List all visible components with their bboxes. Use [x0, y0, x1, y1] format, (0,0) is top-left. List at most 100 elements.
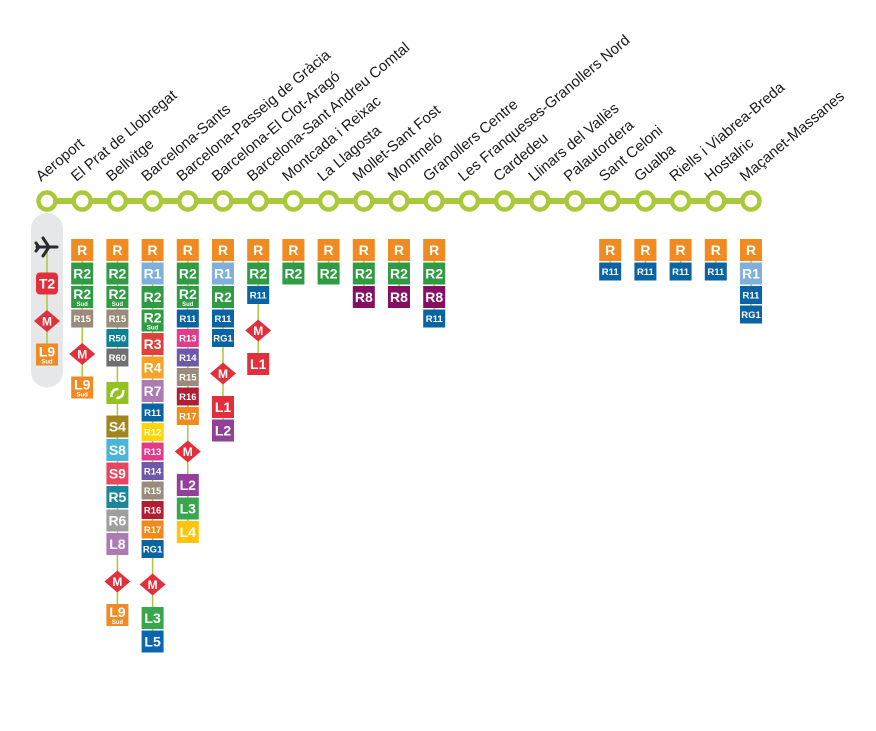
station-node-sant-celoni[interactable]: [599, 190, 621, 212]
service-badge-r1[interactable]: R1: [212, 262, 234, 285]
station-node-palautordera[interactable]: [564, 190, 586, 212]
service-badge-r4[interactable]: R4: [141, 356, 164, 379]
service-badge-l5[interactable]: L5: [141, 630, 164, 653]
service-badge-r15[interactable]: R15: [141, 481, 164, 500]
service-badge-r60[interactable]: R60: [106, 348, 129, 367]
service-badge-r13[interactable]: R13: [141, 442, 164, 461]
service-badge-r2[interactable]: R2: [71, 262, 94, 285]
service-badge-r15[interactable]: R15: [106, 309, 129, 328]
service-badge-l1[interactable]: L1: [212, 396, 234, 418]
service-badge-r11[interactable]: R11: [247, 286, 270, 304]
service-badge-r11[interactable]: R11: [599, 262, 622, 281]
station-node-riells-i-viabrea-breda[interactable]: [669, 190, 692, 212]
service-badge-r11[interactable]: R11: [423, 309, 446, 328]
service-badge-l3[interactable]: L3: [141, 607, 164, 629]
service-badge-r[interactable]: R: [669, 239, 692, 261]
service-badge-r12[interactable]: R12: [141, 423, 164, 441]
service-badge-r2[interactable]: R2: [106, 262, 129, 285]
station-node-barcelona-el-clot-arago[interactable]: [212, 190, 234, 212]
station-node-aeroport[interactable]: [36, 190, 58, 212]
station-node-gualba[interactable]: [634, 190, 657, 212]
service-badge-r11[interactable]: R11: [212, 309, 234, 328]
service-badge-rg1[interactable]: RG1: [740, 305, 762, 324]
station-node-barcelona-sants[interactable]: [141, 190, 164, 212]
service-badge-r[interactable]: R: [740, 239, 762, 261]
service-badge-r[interactable]: R: [212, 239, 234, 261]
station-node-barcelona-sant-andreu-comtal[interactable]: [247, 190, 269, 212]
service-badge-r[interactable]: R: [141, 239, 164, 261]
service-badge-t2[interactable]: T2: [36, 272, 58, 295]
service-badge-r[interactable]: R: [704, 239, 727, 261]
station-node-granollers-centre[interactable]: [423, 190, 445, 212]
service-badge-r2[interactable]: R2: [247, 262, 270, 285]
service-badge-r8[interactable]: R8: [352, 286, 375, 308]
service-badge-r[interactable]: R: [282, 239, 305, 261]
service-badge-s4[interactable]: S4: [106, 415, 129, 438]
station-node-bellvitge[interactable]: [106, 190, 129, 212]
service-badge-r2[interactable]: R2: [317, 262, 340, 285]
service-badge-r2[interactable]: R2: [388, 262, 410, 285]
service-badge-r2[interactable]: R2: [352, 262, 375, 285]
service-badge-r15[interactable]: R15: [71, 309, 94, 328]
service-badge-r50[interactable]: R50: [106, 329, 129, 347]
station-node-mollet-sant-fost[interactable]: [353, 190, 375, 212]
service-badge-r[interactable]: R: [106, 239, 129, 261]
service-badge-r1[interactable]: R1: [740, 262, 762, 285]
service-badge-r[interactable]: R: [388, 239, 410, 261]
service-badge-r5[interactable]: R5: [106, 486, 129, 508]
service-badge-r3[interactable]: R3: [141, 333, 164, 355]
service-badge-r[interactable]: R: [352, 239, 375, 261]
service-badge-l1[interactable]: L1: [247, 353, 270, 375]
service-badge-r8[interactable]: R8: [423, 286, 446, 308]
service-badge-r11[interactable]: R11: [704, 262, 727, 281]
service-badge-r16[interactable]: R16: [141, 501, 164, 519]
service-badge-r6[interactable]: R6: [106, 509, 129, 532]
service-badge-l3[interactable]: L3: [176, 497, 199, 520]
service-badge-l8[interactable]: L8: [106, 533, 129, 555]
service-badge-r[interactable]: R: [599, 239, 622, 261]
service-badge-s8[interactable]: S8: [106, 439, 129, 461]
service-badge-rg1[interactable]: RG1: [141, 540, 164, 558]
service-badge-r15[interactable]: R15: [176, 368, 199, 386]
station-node-barcelona-passeig-de-gracia[interactable]: [177, 190, 199, 212]
service-badge-r[interactable]: R: [317, 239, 340, 261]
service-badge-r11[interactable]: R11: [634, 262, 657, 281]
service-badge-r[interactable]: R: [247, 239, 270, 261]
station-node-montcada-i-reixac[interactable]: [282, 190, 305, 212]
service-badge-s9[interactable]: S9: [106, 462, 129, 485]
service-badge-r11[interactable]: R11: [669, 262, 692, 281]
service-badge-r[interactable]: R: [71, 239, 94, 261]
service-badge-r16[interactable]: R16: [176, 387, 199, 406]
station-node-les-franqueses-granollers-nord[interactable]: [458, 190, 481, 212]
service-badge-r13[interactable]: R13: [176, 329, 199, 347]
service-badge-r[interactable]: R: [423, 239, 446, 261]
station-node-cardedeu[interactable]: [493, 190, 516, 212]
service-badge-r2[interactable]: R2: [176, 262, 199, 285]
service-badge-r17[interactable]: R17: [141, 520, 164, 539]
station-node-montmelo[interactable]: [388, 190, 410, 212]
station-node-llinars-del-valles[interactable]: [529, 190, 551, 212]
service-badge-l2[interactable]: L2: [212, 419, 234, 442]
service-badge-r2[interactable]: R2: [141, 286, 164, 308]
service-badge-r7[interactable]: R7: [141, 380, 164, 402]
station-node-la-llagosta[interactable]: [317, 190, 340, 212]
service-badge-r14[interactable]: R14: [141, 462, 164, 480]
service-badge-r14[interactable]: R14: [176, 348, 199, 367]
service-badge-r[interactable]: R: [634, 239, 657, 261]
service-badge-rg1[interactable]: RG1: [212, 329, 234, 347]
service-badge-l2[interactable]: L2: [176, 474, 199, 496]
station-node-el-prat-de-llobregat[interactable]: [71, 190, 93, 212]
service-badge-r2[interactable]: R2: [282, 262, 305, 285]
service-badge-r2[interactable]: R2: [423, 262, 446, 285]
service-badge-r2[interactable]: R2: [212, 286, 234, 308]
service-badge-r11[interactable]: R11: [740, 286, 762, 304]
service-badge-r1[interactable]: R1: [141, 262, 164, 285]
service-badge-r17[interactable]: R17: [176, 407, 199, 425]
service-badge-r[interactable]: R: [176, 239, 199, 261]
